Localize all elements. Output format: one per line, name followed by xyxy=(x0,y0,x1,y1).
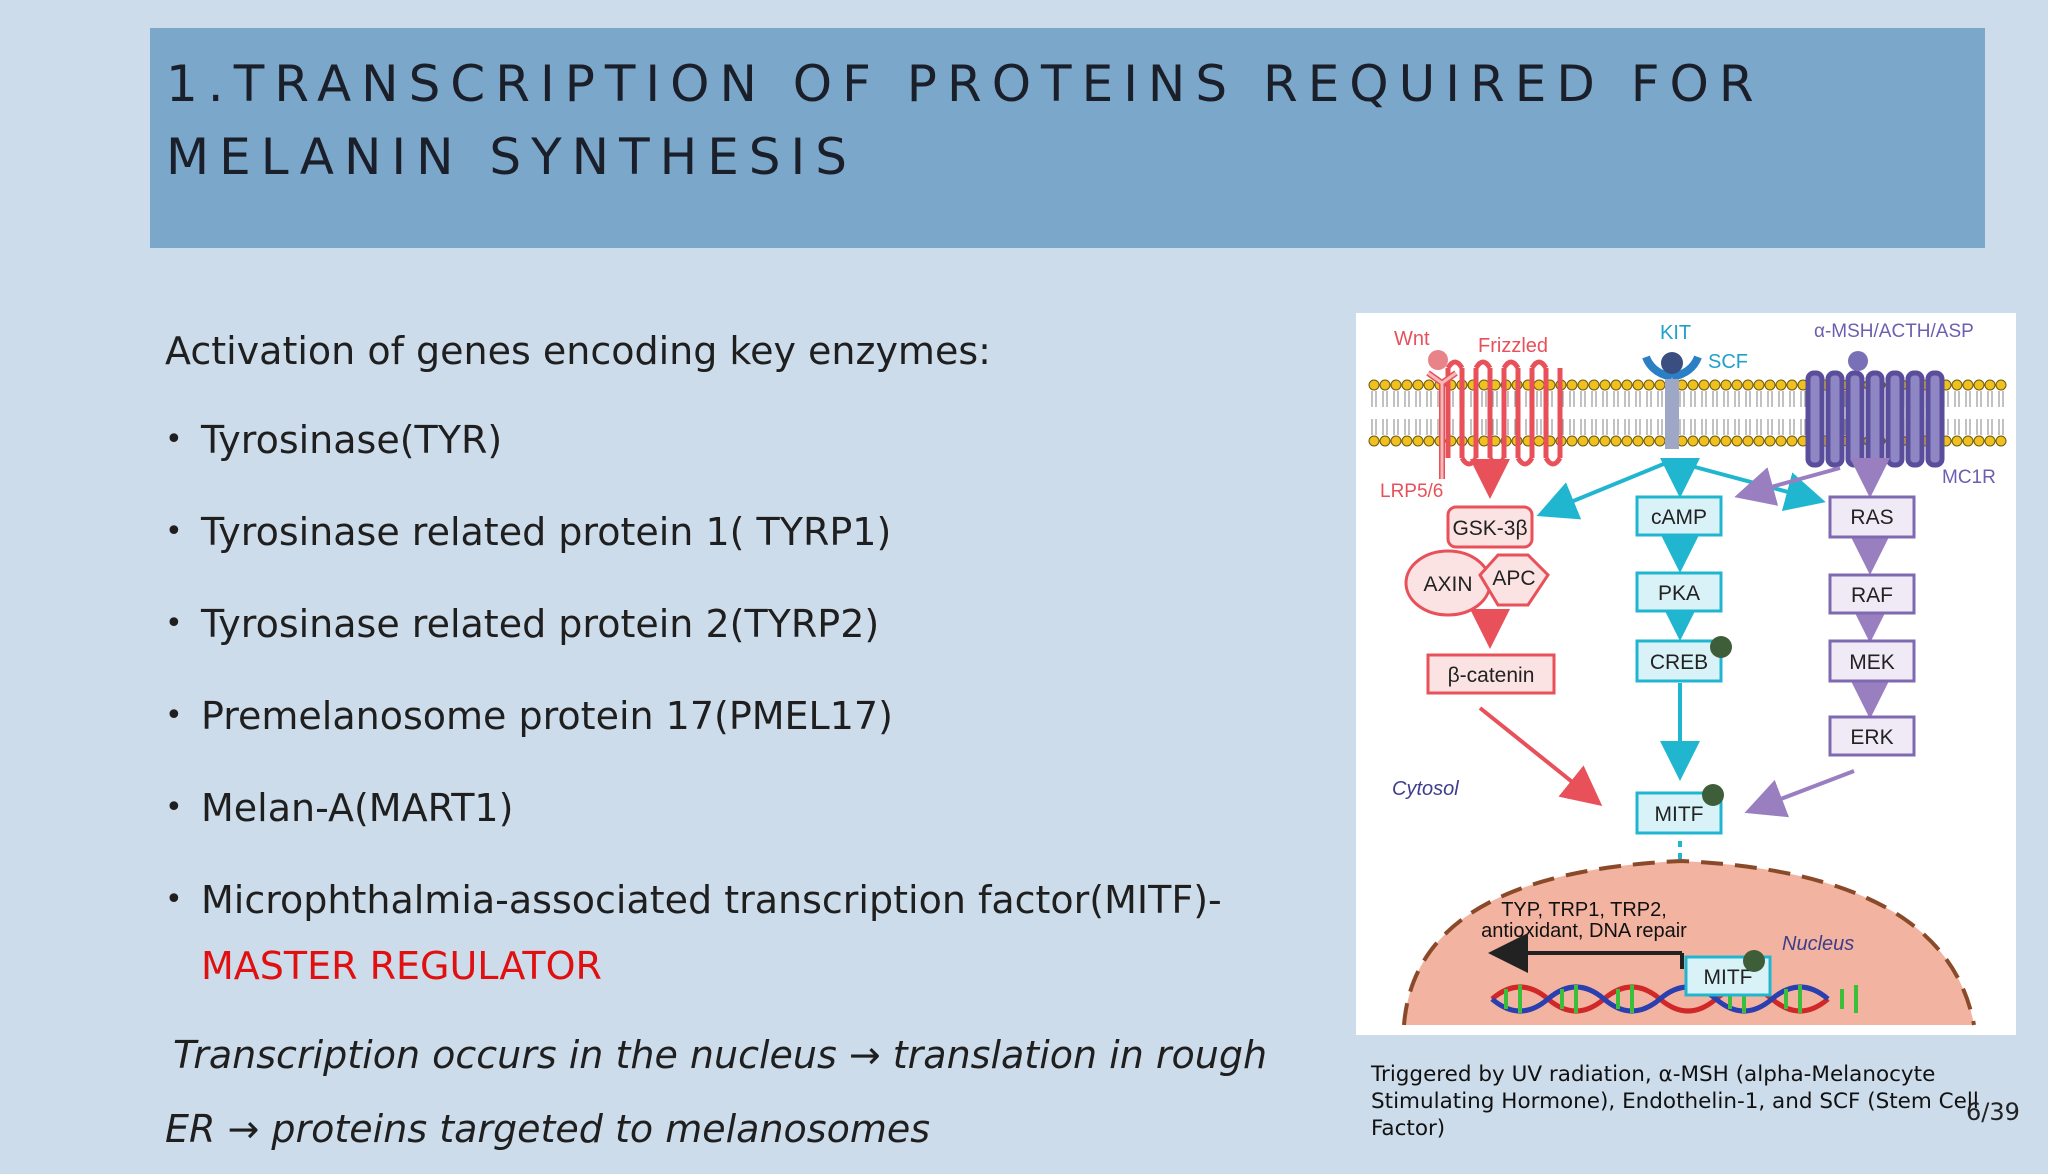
page-number: 6/39 xyxy=(1966,1098,2020,1126)
kit-label: KIT xyxy=(1660,322,1691,344)
title-bar: 1.TRANSCRIPTION OF PROTEINS REQUIRED FOR… xyxy=(150,28,1985,248)
figure-caption: Triggered by UV radiation, α-MSH (alpha-… xyxy=(1371,1062,1979,1141)
list-item: • Premelanosome protein 17(PMEL17) xyxy=(165,688,1315,744)
pathway-arrows xyxy=(1470,458,1890,911)
mitf-cytosol-label: MITF xyxy=(1655,803,1704,826)
raf-label: RAF xyxy=(1851,584,1893,607)
list-item: • Microphthalmia-associated transcription… xyxy=(165,872,1315,994)
mitf-nucleus-label: MITF xyxy=(1704,966,1753,989)
list-item-text: Tyrosinase(TYR) xyxy=(201,418,503,462)
gsk-label: GSK-3β xyxy=(1452,517,1527,540)
gene-list: • Tyrosinase(TYR) • Tyrosinase related pro… xyxy=(165,412,1315,994)
bullet-icon: • xyxy=(165,606,183,641)
bcatenin-label: β-catenin xyxy=(1448,664,1535,687)
list-item-text: Tyrosinase related protein 2(TYRP2) xyxy=(201,602,880,646)
mc1r-label: MC1R xyxy=(1942,467,1996,488)
note-body: Transcription occurs in the nucleus → tr… xyxy=(165,1033,1268,1151)
slide-body: Activation of genes encoding key enzymes… xyxy=(165,320,1315,1174)
camp-label: cAMP xyxy=(1651,506,1707,529)
erk-label: ERK xyxy=(1850,726,1893,749)
apc-label: APC xyxy=(1492,567,1535,590)
phosphate-icon xyxy=(1702,784,1724,806)
master-regulator-text: MASTER REGULATOR xyxy=(201,944,602,988)
nucleus-label: Nucleus xyxy=(1782,933,1854,955)
creb-label: CREB xyxy=(1650,651,1708,674)
list-item-text: Melan-A(MART1) xyxy=(201,786,514,830)
frizzled-receptor xyxy=(1445,359,1563,467)
axin-label: AXIN xyxy=(1423,573,1472,596)
mek-label: MEK xyxy=(1849,651,1895,674)
list-item: • Tyrosinase related protein 1( TYRP1) xyxy=(165,504,1315,560)
title-line-2: MELANIN SYNTHESIS xyxy=(166,128,858,186)
lrp-coreceptor xyxy=(1426,350,1458,479)
mapk-branch xyxy=(1828,495,1916,757)
list-item-text: Premelanosome protein 17(PMEL17) xyxy=(201,694,893,738)
camp-branch xyxy=(1635,495,1723,835)
bullet-icon: • xyxy=(165,790,183,825)
kit-receptor xyxy=(1642,352,1702,449)
bullet-icon: • xyxy=(165,698,183,733)
targets-line-1: TYP, TRP1, TRP2, xyxy=(1501,899,1667,921)
intro-text: Activation of genes encoding key enzymes… xyxy=(165,329,991,373)
slide-title: 1.TRANSCRIPTION OF PROTEINS REQUIRED FOR… xyxy=(166,48,1946,194)
nucleus xyxy=(1402,858,1976,1026)
title-line-1: 1.TRANSCRIPTION OF PROTEINS REQUIRED FOR xyxy=(166,55,1764,113)
cytosol-label: Cytosol xyxy=(1392,778,1459,800)
melanogenesis-pathway-figure: Wnt Frizzled KIT SCF α-MSH/ACTH/ASP LRP5… xyxy=(1356,313,2016,1035)
targets-line-2: antioxidant, DNA repair xyxy=(1481,920,1687,942)
phosphate-icon xyxy=(1743,950,1765,972)
lrp-label: LRP5/6 xyxy=(1380,481,1443,502)
list-item: • Tyrosinase related protein 2(TYRP2) xyxy=(165,596,1315,652)
pka-label: PKA xyxy=(1658,582,1700,605)
list-item-text: Microphthalmia-associated transcription … xyxy=(201,878,1222,922)
note-text: Transcription occurs in the nucleus → tr… xyxy=(165,1020,1315,1164)
msh-label: α-MSH/ACTH/ASP xyxy=(1814,321,1974,342)
wnt-branch: GSK-3β AXIN APC β-catenin xyxy=(1404,505,1556,695)
wnt-label: Wnt xyxy=(1394,328,1430,350)
phosphate-icon xyxy=(1710,636,1732,658)
pathway-diagram: Wnt Frizzled KIT SCF α-MSH/ACTH/ASP LRP5… xyxy=(1368,321,2010,1026)
bullet-icon: • xyxy=(165,422,183,457)
scf-label: SCF xyxy=(1708,351,1748,373)
bullet-icon: • xyxy=(165,882,183,917)
list-item-text: Tyrosinase related protein 1( TYRP1) xyxy=(201,510,892,554)
ras-label: RAS xyxy=(1850,506,1893,529)
frizzled-label: Frizzled xyxy=(1478,335,1548,357)
bullet-icon: • xyxy=(165,514,183,549)
list-item: • Tyrosinase(TYR) xyxy=(165,412,1315,468)
list-item: • Melan-A(MART1) xyxy=(165,780,1315,836)
dna-helix-icon xyxy=(1490,984,1858,1014)
mc1r-receptor xyxy=(1805,351,1945,468)
